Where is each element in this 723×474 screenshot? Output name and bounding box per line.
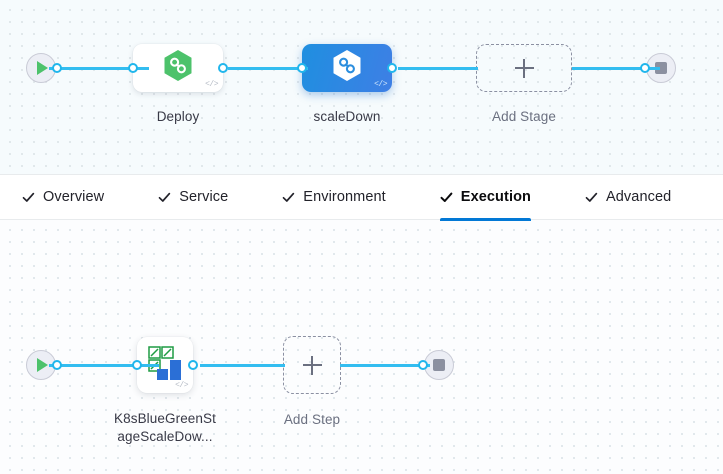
stage-output-port[interactable] — [218, 63, 228, 73]
tab-environment[interactable]: Environment — [282, 174, 404, 220]
code-badge-icon: </> — [205, 80, 218, 89]
tab-overview[interactable]: Overview — [22, 174, 122, 220]
end-node-port[interactable] — [418, 360, 428, 370]
add-stage-label: Add Stage — [492, 109, 556, 124]
add-step-button[interactable] — [283, 336, 341, 394]
add-step-node[interactable]: Add Step — [283, 336, 341, 427]
check-icon — [440, 191, 453, 204]
code-badge-icon: </> — [374, 80, 387, 89]
pipeline-end-node[interactable] — [640, 53, 676, 83]
stage-config-tabs[interactable]: Overview Service Environment Execution A — [0, 174, 723, 221]
edge-step-to-addstep — [200, 363, 285, 367]
tab-label: Environment — [303, 189, 386, 205]
harness-hexagon-green-icon — [163, 49, 193, 87]
tab-advanced[interactable]: Advanced — [585, 174, 689, 220]
edge-scaledown-to-addstage — [398, 66, 478, 70]
pipeline-start-node[interactable] — [26, 53, 62, 83]
execution-graph-canvas[interactable]: </> K8sBlueGreenSt ageScaleDow... Add St… — [0, 220, 723, 474]
check-icon — [22, 191, 35, 204]
play-icon — [37, 358, 48, 372]
tab-execution[interactable]: Execution — [439, 174, 549, 221]
stage-card-selected[interactable]: </> — [302, 44, 392, 92]
start-node-port[interactable] — [52, 63, 62, 73]
edge-start-to-step — [49, 363, 159, 367]
stage-graph-canvas[interactable]: </> Deploy </> — [0, 0, 723, 174]
step-label: K8sBlueGreenSt ageScaleDow... — [105, 410, 225, 446]
check-icon — [585, 191, 598, 204]
edge-addstep-to-end — [340, 363, 430, 367]
step-input-port[interactable] — [132, 360, 142, 370]
check-icon — [282, 191, 295, 204]
stage-input-port[interactable] — [128, 63, 138, 73]
stage-input-port[interactable] — [297, 63, 307, 73]
step-card[interactable]: </> — [137, 337, 193, 393]
tab-label: Advanced — [606, 189, 672, 205]
harness-hexagon-white-icon — [332, 49, 362, 87]
tab-service[interactable]: Service — [158, 174, 246, 220]
stage-node-scaledown[interactable]: </> scaleDown — [297, 44, 397, 124]
check-icon — [158, 191, 171, 204]
step-node-k8sbluegreenstagescaledown[interactable]: </> K8sBlueGreenSt ageScaleDow... — [114, 337, 216, 444]
execution-start-node[interactable] — [26, 350, 62, 380]
stage-label-scaledown: scaleDown — [313, 109, 381, 124]
stop-icon — [433, 359, 445, 371]
step-label-line2: ageScaleDow... — [117, 429, 213, 444]
add-stage-node[interactable]: Add Stage — [476, 44, 572, 124]
edge-addstage-to-end — [572, 66, 660, 70]
tab-label: Service — [179, 189, 229, 205]
tab-label: Overview — [43, 189, 105, 205]
plus-icon — [514, 58, 534, 78]
add-stage-button[interactable] — [476, 44, 572, 92]
end-node-port[interactable] — [640, 63, 650, 73]
edge-start-to-deploy — [49, 66, 149, 70]
edge-deploy-to-scaledown — [228, 66, 308, 70]
stop-icon — [655, 62, 667, 74]
stage-output-port[interactable] — [387, 63, 397, 73]
stage-label-deploy: Deploy — [156, 109, 200, 124]
step-output-port[interactable] — [188, 360, 198, 370]
plus-icon — [302, 355, 322, 375]
step-label-line1: K8sBlueGreenSt — [114, 411, 216, 426]
add-step-label: Add Step — [283, 412, 341, 427]
start-node-port[interactable] — [52, 360, 62, 370]
code-badge-icon: </> — [175, 381, 188, 390]
play-icon — [37, 61, 48, 75]
tab-label: Execution — [460, 189, 531, 205]
stage-node-deploy[interactable]: </> Deploy — [128, 44, 228, 124]
